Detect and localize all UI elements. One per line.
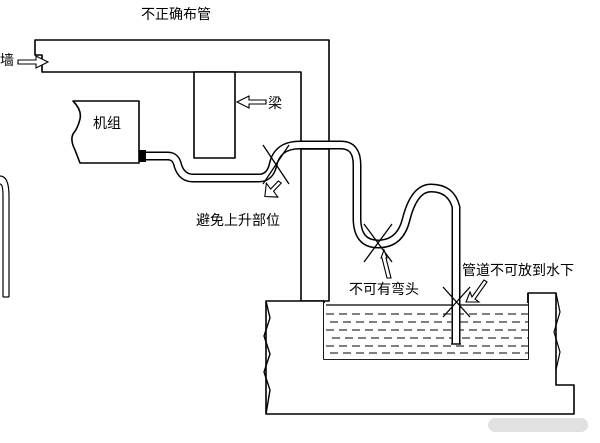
water — [324, 303, 528, 359]
pointer-arrow-icon — [264, 180, 283, 198]
diagram-title: 不正确布管 — [141, 7, 211, 23]
left-arrow-icon — [17, 55, 50, 69]
avoid-rise-label: 避免上升部位 — [196, 213, 280, 229]
unit-label: 机组 — [93, 116, 121, 132]
wall-structure — [34, 39, 330, 150]
beam — [193, 71, 236, 159]
no-underwater-label: 管道不可放到水下 — [462, 263, 574, 279]
beam-label: 梁 — [268, 96, 282, 112]
pointer-arrow-icon — [465, 279, 488, 303]
watermark — [488, 418, 588, 432]
unit-box — [71, 100, 146, 164]
stepped-wall — [300, 148, 330, 302]
left-arrow-icon — [235, 95, 267, 109]
x-mark-icon — [442, 286, 471, 318]
refrigerant-pipe — [146, 140, 461, 345]
wall-label: 墙 — [0, 53, 14, 69]
no-bend-label: 不可有弯头 — [349, 281, 419, 298]
pointer-arrow-icon — [380, 248, 392, 279]
left-edge-pipe — [0, 175, 10, 298]
x-mark-icon — [363, 223, 393, 263]
x-mark-icon — [262, 144, 290, 185]
